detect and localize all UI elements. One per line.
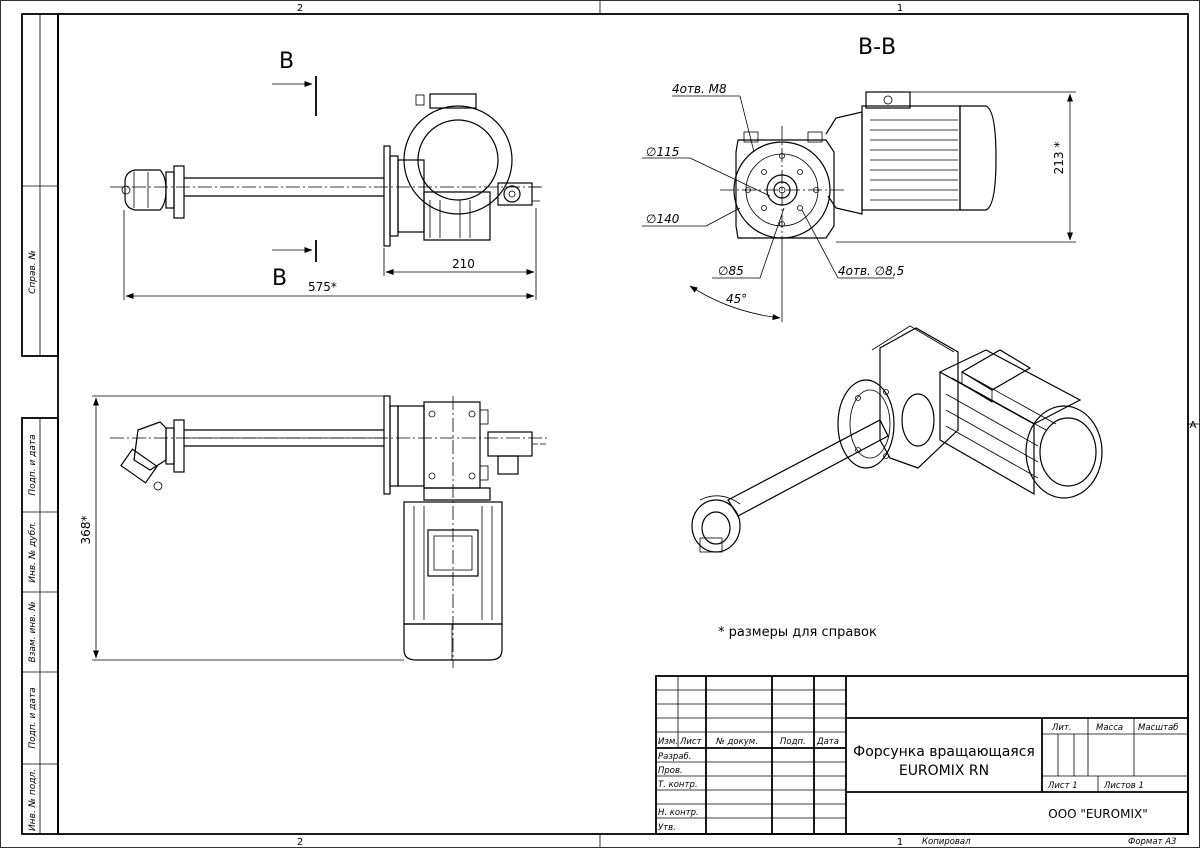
section-leaders: [642, 95, 894, 322]
strip-vzam-inv: Взам. инв. №: [28, 601, 38, 662]
tb-n-kontr: Н. контр.: [658, 808, 699, 818]
section-letter-bottom: В: [272, 266, 287, 291]
section-view: [720, 91, 997, 250]
tb-izm: Изм.: [658, 737, 678, 747]
strip-podp-data-2: Подп. и дата: [28, 687, 38, 748]
tb-massa: Масса: [1096, 723, 1123, 733]
label-d85: ∅85: [718, 264, 744, 278]
tb-lit: Лит.: [1051, 723, 1072, 733]
tb-t-kontr: Т. контр.: [658, 780, 698, 790]
tb-prov: Пров.: [658, 766, 683, 776]
tb-data: Дата: [816, 737, 839, 747]
side-strip: [21, 13, 59, 835]
tb-kopiroval: Копировал: [922, 837, 971, 847]
dim-213: 213 *: [1052, 142, 1066, 175]
label-holes-85: 4отв. ∅8,5: [838, 264, 904, 278]
zone-top-left: 2: [297, 3, 303, 14]
reference-note: * размеры для справок: [718, 625, 877, 640]
isometric-view: [691, 325, 1103, 553]
strip-inv-dubl: Инв. № дубл.: [28, 521, 38, 583]
tb-name-line1: Форсунка вращающаяся: [853, 744, 1035, 760]
label-d140: ∅140: [646, 212, 680, 226]
tb-format: Формат А3: [1128, 837, 1176, 847]
tb-list: Лист: [679, 737, 703, 747]
section-markers: [272, 76, 317, 262]
top-view: [110, 93, 545, 247]
tb-utv: Утв.: [658, 823, 676, 833]
tb-name-line2: EUROMIX RN: [899, 763, 989, 779]
front-view: [110, 395, 548, 668]
tb-sheet: Лист 1: [1047, 781, 1078, 791]
tb-razrab: Разраб.: [658, 752, 691, 762]
strip-sprav: Справ. №: [28, 250, 38, 294]
strip-podp-data-1: Подп. и дата: [28, 434, 38, 495]
dim-575: 575*: [308, 280, 337, 294]
zone-bottom-right: 1: [897, 837, 903, 848]
label-holes-m8: 4отв. М8: [672, 82, 727, 96]
section-title: В-В: [858, 35, 896, 60]
dimensions-top-view: [123, 208, 537, 300]
tb-dokum: № докум.: [715, 737, 758, 747]
tb-company: ООО "EUROMIX": [1048, 807, 1147, 821]
tb-sheets: Листов 1: [1103, 781, 1144, 791]
tb-podp: Подп.: [780, 737, 806, 747]
section-letter-top: В: [279, 49, 294, 74]
zone-right: A: [1190, 420, 1197, 431]
dimension-368: [92, 395, 404, 661]
label-45: 45°: [726, 292, 747, 306]
zone-bottom-left: 2: [297, 837, 303, 848]
strip-inv-podl: Инв. № подл.: [28, 769, 38, 831]
label-d115: ∅115: [646, 145, 679, 159]
zone-top-right: 1: [897, 3, 903, 14]
tb-masshtab: Масштаб: [1138, 723, 1178, 733]
title-block: [655, 675, 1189, 835]
dimension-213: [836, 91, 1076, 243]
dim-210: 210: [452, 257, 475, 271]
dim-368: 368*: [79, 516, 93, 545]
